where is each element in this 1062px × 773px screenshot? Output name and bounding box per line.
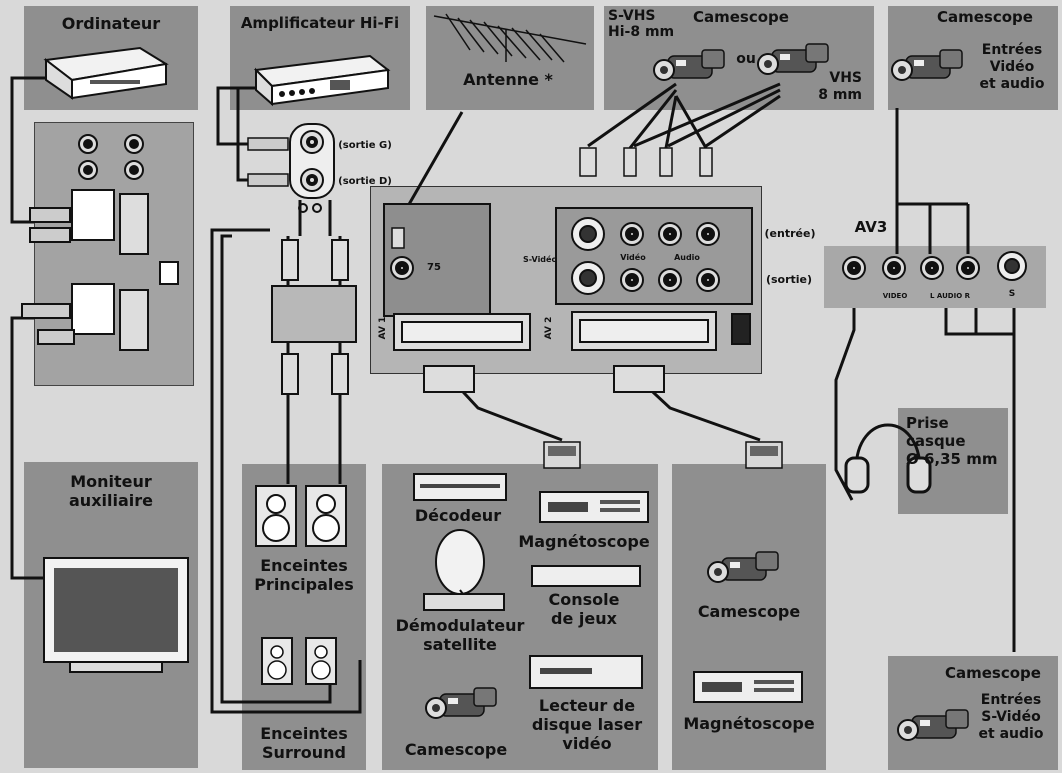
label-amplificateur: Amplificateur Hi-Fi (240, 14, 400, 32)
label-camescope-right: Camescope (937, 8, 1033, 26)
satellite-dish-icon (423, 529, 505, 611)
label-camescope-top: Camescope (693, 8, 789, 26)
label-lecteur-laser: Lecteur de disque laser vidéo (531, 696, 643, 753)
label-vhs: VHS 8 mm (818, 70, 862, 103)
label-av3-video: VIDEO (882, 292, 908, 300)
panel-camescope-r2 (672, 464, 826, 770)
computer-icon (43, 46, 169, 100)
vcr-mid-icon (539, 491, 649, 523)
label-moniteur: Moniteur auxiliaire (69, 472, 153, 510)
camcorder-svhs-icon (653, 49, 725, 81)
camcorder-av3-icon (891, 49, 963, 81)
speaker-surround-right (305, 637, 337, 685)
antenna-icon (433, 13, 587, 63)
label-svhs: S-VHS Hi-8 mm (608, 8, 675, 40)
speaker-crossover-icon (271, 239, 357, 395)
label-av3: AV3 (854, 218, 888, 236)
speaker-principal-right (305, 485, 347, 547)
monitor-icon (43, 557, 189, 673)
scart-plug-av1 (543, 441, 581, 469)
camcorder-r2-icon (707, 551, 779, 583)
label-ou: ou (736, 51, 756, 67)
laserdisc-player-icon (529, 655, 643, 689)
label-prise-casque: Prise casque Ø 6,35 mm (906, 414, 998, 468)
game-console-icon (531, 565, 641, 587)
label-magnetoscope-mid: Magnétoscope (518, 532, 650, 551)
label-svideo: S-Vidéo (523, 255, 557, 264)
panel-camescope-br (888, 656, 1058, 770)
vcr-r2-icon (693, 671, 803, 703)
scart-plug-av2 (745, 441, 783, 469)
av3-connectors (842, 251, 1027, 281)
label-sortie-d: (sortie D) (338, 176, 392, 187)
label-av3-audio: L AUDIO R (930, 292, 970, 300)
label-av2: AV 2 (544, 316, 554, 340)
decoder-icon (413, 473, 507, 501)
label-ohm: 75 (427, 262, 441, 273)
label-decodeur: Décodeur (414, 506, 502, 525)
label-camescope-r2: Camescope (697, 602, 801, 621)
panel-antenne (426, 6, 594, 110)
label-entrees-svideo-audio: Entrées S-Vidéo et audio (978, 692, 1044, 742)
camcorder-br-icon (897, 709, 969, 741)
camcorder-mid-icon (425, 687, 497, 719)
speaker-principal-left (255, 485, 297, 547)
label-camescope-br: Camescope (945, 664, 1041, 682)
label-magnetoscope-r2: Magnétoscope (683, 714, 815, 733)
audio-out-jacks (247, 123, 335, 213)
label-console: Console de jeux (548, 590, 620, 628)
speaker-surround-left (261, 637, 293, 685)
amplifier-icon (253, 54, 391, 107)
label-entrees-video-audio: Entrées Vidéo et audio (979, 42, 1045, 92)
label-ordinateur: Ordinateur (61, 14, 161, 33)
label-audio: Audio (674, 253, 700, 262)
computer-ports-icon (21, 134, 179, 351)
label-antenne: Antenne * (463, 70, 553, 89)
label-camescope-mid: Camescope (404, 740, 508, 759)
label-av1: AV 1 (378, 316, 388, 340)
label-sortie-g: (sortie G) (338, 140, 392, 151)
tv-connectors (383, 203, 753, 393)
label-video: Vidéo (620, 253, 646, 262)
headphones-icon (844, 423, 932, 494)
panel-camescope-top (604, 6, 874, 110)
label-enceintes-principales: Enceintes Principales (254, 556, 354, 594)
label-av3-s: S (1008, 289, 1016, 299)
label-demodulateur: Démodulateur satellite (395, 616, 525, 654)
label-enceintes-surround: Enceintes Surround (260, 724, 348, 762)
label-sortie: (sortie) (765, 273, 813, 286)
label-entree: (entrée) (764, 227, 816, 240)
